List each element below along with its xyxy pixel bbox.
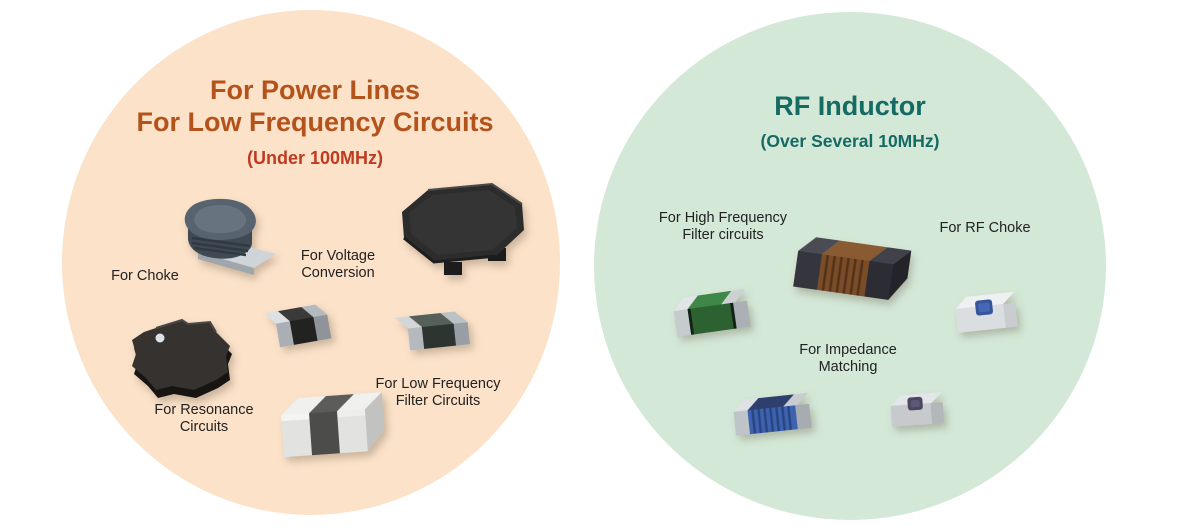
right-title: RF Inductor (Over Several 10MHz) (690, 90, 1010, 152)
choke-label: For Choke (111, 268, 179, 284)
rf-wirewound-inductor-image (780, 216, 916, 324)
chip-inductor-image (252, 287, 342, 356)
hf-filter-label: For High Frequency Filter circuits (658, 210, 788, 244)
rf-choke-label: For RF Choke (939, 220, 1031, 236)
right-subtitle: (Over Several 10MHz) (760, 131, 940, 152)
small-gray-chip-image (882, 382, 951, 436)
choke-inductor-image (168, 188, 280, 284)
lf-filter-chip-image (386, 298, 479, 359)
left-subtitle: (Under 100MHz) (246, 147, 384, 168)
left-title-line2: For Low Frequency Circuits (136, 107, 494, 138)
resonance-label: For Resonance Circuits (154, 402, 254, 436)
blue-wirewound-inductor-image (723, 380, 817, 449)
white-chip-blue-dot-image (945, 280, 1022, 343)
right-title-text: RF Inductor (774, 91, 926, 121)
left-title-line1: For Power Lines (209, 75, 421, 105)
left-title: For Power Lines For Low Frequency Circui… (120, 74, 510, 169)
lf-filter-label: For Low Frequency Filter Circuits (375, 376, 501, 410)
ceramic-chip-inductor-image (259, 378, 397, 475)
voltage-conversion-label: For Voltage Conversion (300, 248, 376, 282)
resonance-inductor-image (122, 308, 240, 406)
green-chip-inductor-image (662, 274, 758, 348)
power-inductor-image (392, 178, 530, 280)
impedance-label: For Impedance Matching (799, 342, 897, 376)
